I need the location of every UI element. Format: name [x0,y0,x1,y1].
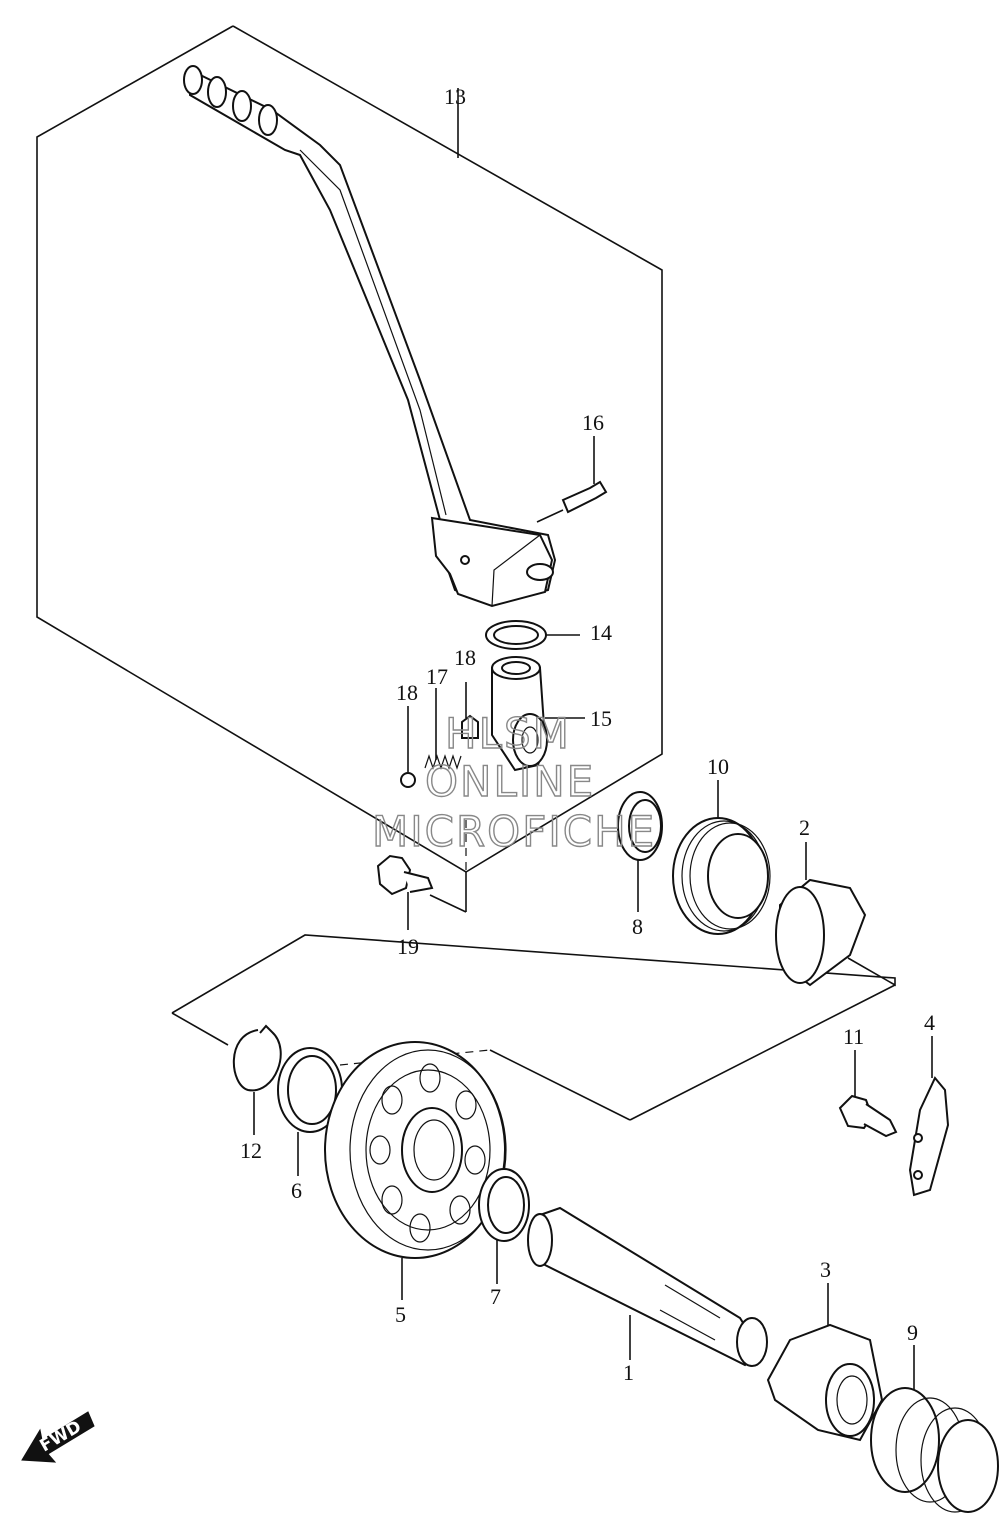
detent-parts [400,682,479,788]
callout-15: 15 [590,706,612,731]
callout-7: 7 [490,1284,501,1309]
callout-18-pin: 18 [454,645,476,670]
spring-guide [775,842,867,987]
watermark-line-1: HLSM [445,709,571,758]
callout-5: 5 [395,1302,406,1327]
oil-seal [617,791,663,912]
callout-19: 19 [397,934,419,959]
ratchet-spring [870,1345,999,1513]
bolt [376,854,434,930]
kick-gear [324,1041,507,1300]
watermark-line-2: ONLINE [425,757,595,806]
callout-13: 13 [444,84,466,109]
callout-6: 6 [291,1178,302,1203]
kick-lever [183,65,557,608]
callout-14: 14 [590,620,612,645]
fwd-arrow-icon: FWD [21,1411,95,1463]
callout-10: 10 [707,754,729,779]
screw [536,436,608,523]
callout-1: 1 [623,1360,634,1385]
fwd-label: FWD [37,1417,86,1457]
lever-assembly-frame [36,25,663,913]
kick-boss [491,656,585,772]
bolt [838,1050,898,1138]
callout-17: 17 [426,664,448,689]
callout-9: 9 [907,1320,918,1345]
ratchet [766,1283,884,1442]
washer [277,1047,343,1176]
kick-shaft [527,1206,768,1367]
callout-11: 11 [843,1024,864,1049]
callout-8: 8 [632,914,643,939]
callout-12: 12 [240,1138,262,1163]
callout-4: 4 [924,1010,935,1035]
watermark-line-3: MICROFICHE [372,807,656,856]
callout-3: 3 [820,1257,831,1282]
washer [485,620,580,650]
washer [478,1168,530,1284]
stopper-plate [908,1036,950,1197]
circlip [232,1024,282,1135]
callout-16: 16 [582,410,604,435]
callout-18-ball: 18 [396,680,418,705]
callout-2: 2 [799,815,810,840]
gear-assembly-frame [171,934,896,1121]
watermark: HLSM ONLINE MICROFICHE [371,708,656,856]
return-spring [672,780,771,935]
callout-labels: 13 14 15 16 17 18 18 19 8 10 2 4 11 12 6… [240,84,935,1385]
